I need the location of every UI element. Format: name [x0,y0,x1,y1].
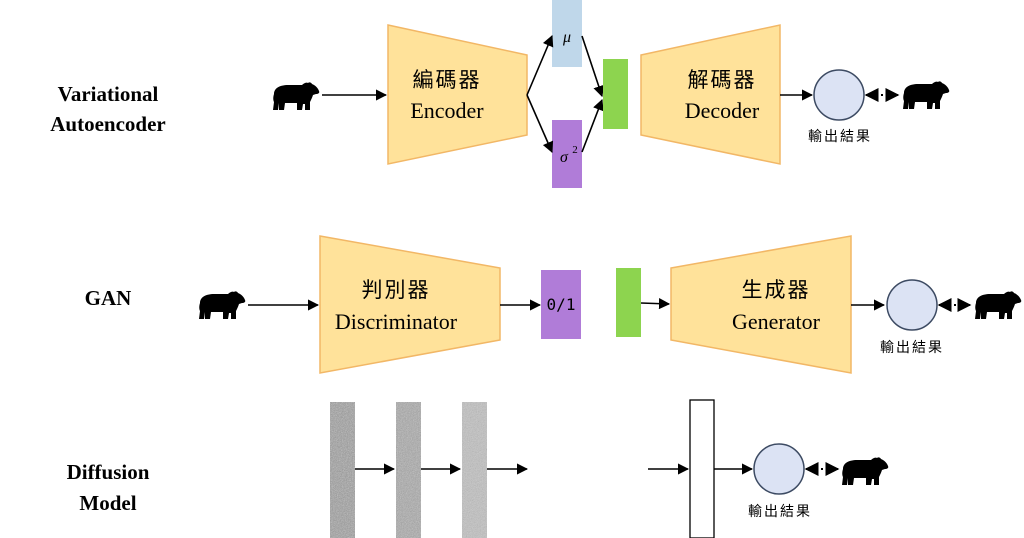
noise-image-3 [462,402,487,538]
discriminator-en-label: Discriminator [335,309,458,334]
generator-en-label: Generator [732,309,821,334]
diffusion-label-line1: Diffusion [67,460,150,484]
generator-block [670,235,852,374]
arrow-latent-to-generator [640,298,671,310]
decoder-cjk-label: 解碼器 [688,68,757,92]
decoder-block [640,24,781,165]
output-circle-vae [813,69,865,121]
diffusion-label-line2: Model [79,491,136,515]
encoder-block [387,24,528,165]
mu-block [552,0,582,67]
generator-cjk-label: 生成器 [742,278,811,302]
noise-image-2 [396,402,421,538]
latent-block-gan [616,268,641,337]
arrow-mu-to-latent [581,35,605,98]
bear-input-icon-vae [273,82,320,110]
output-circle-diffusion [753,443,805,495]
arrow-encoder-to-mu [526,34,554,96]
output-circle-gan [886,279,938,331]
mu-label: μ [562,29,571,46]
output-label-diffusion: 輸出結果 [748,504,812,520]
discriminator-cjk-label: 判別器 [362,278,431,302]
sigma-exponent: 2 [572,144,578,156]
final-image-block [689,399,715,538]
vae-label-line1: Variational [58,82,159,106]
noise-image-1 [330,402,355,538]
decoder-en-label: Decoder [685,98,760,123]
sigma-block [552,120,582,188]
bear-output-icon-gan [975,291,1022,319]
bear-output-icon-diffusion [842,457,889,485]
bear-output-icon-vae [903,81,950,109]
score-block [541,270,581,339]
discriminator-block [319,235,501,374]
encoder-en-label: Encoder [410,98,484,123]
gan-label: GAN [85,286,132,310]
score-label: 0/1 [547,295,576,314]
encoder-cjk-label: 編碼器 [413,68,482,92]
output-label-gan: 輸出結果 [880,340,944,356]
vae-label-line2: Autoencoder [50,112,165,136]
output-label-vae: 輸出結果 [808,129,872,145]
arrow-encoder-to-sigma [526,94,554,154]
sigma-label: σ [560,149,569,166]
arrow-sigma-to-latent [581,98,604,153]
bear-input-icon-gan [199,291,246,319]
latent-block-vae [603,59,628,129]
